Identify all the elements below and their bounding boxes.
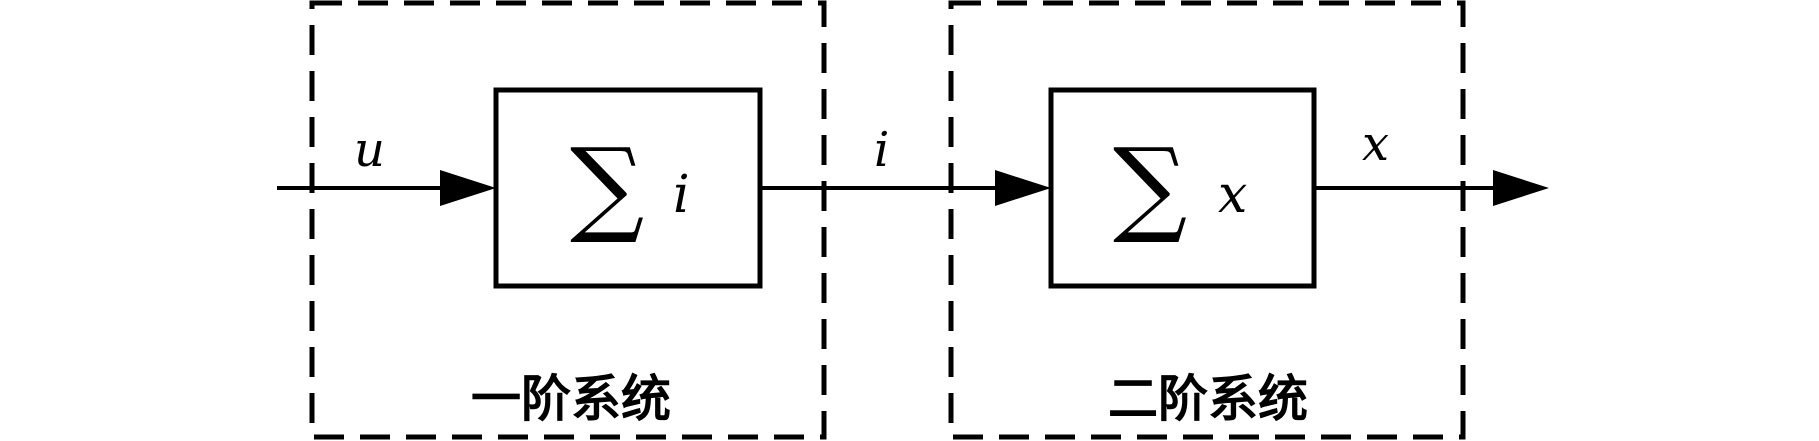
sigma-symbol-1: ∑	[570, 125, 644, 247]
input-arrowhead	[440, 170, 496, 206]
integrator-block-1	[493, 87, 763, 289]
first-order-system-boundary	[309, 0, 827, 440]
output-signal-label: x	[1362, 116, 1389, 172]
block-1-variable: i	[673, 165, 690, 225]
block-2-variable: x	[1218, 165, 1247, 225]
intermediate-arrowhead	[995, 170, 1051, 206]
output-arrowhead	[1493, 170, 1549, 206]
first-order-system-label: 一阶系统	[471, 370, 671, 428]
second-order-system-boundary	[948, 0, 1466, 440]
second-order-system-label: 二阶系统	[1108, 370, 1308, 428]
sigma-symbol-2: ∑	[1113, 125, 1187, 247]
intermediate-signal-label: i	[874, 122, 889, 178]
input-signal-label: u	[354, 122, 385, 178]
integrator-block-2	[1048, 87, 1317, 289]
